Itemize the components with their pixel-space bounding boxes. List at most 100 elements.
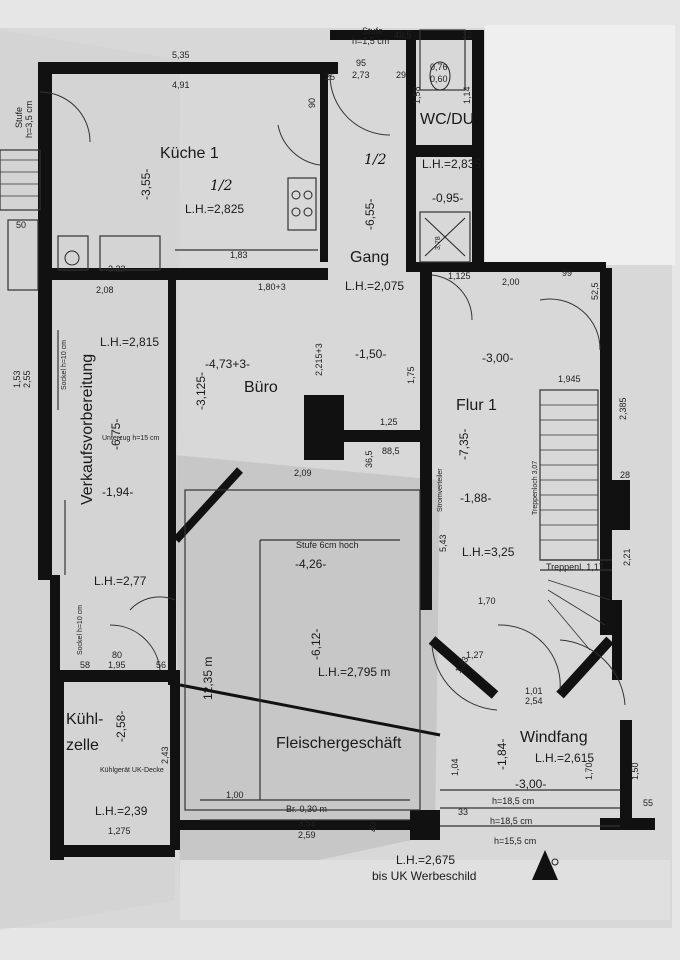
room-kuehl-1: Kühl- (66, 711, 103, 728)
dim-56: 56 (156, 660, 166, 670)
level-kueche: -3,55- (139, 169, 153, 200)
height-windfang: L.H.=2,615 (535, 751, 594, 765)
level-flur-c: -1,88- (460, 491, 491, 505)
dim-273: 2,73 (352, 70, 370, 80)
dim-495: 49,5 (394, 30, 412, 40)
stufe6: Stufe 6cm hoch (296, 540, 359, 550)
dim-h185b: h=18,5 cm (490, 816, 532, 826)
dim-170b: 1,70 (584, 762, 594, 780)
dim-2215: 2,215+3 (314, 343, 324, 376)
height-kuehl: L.H.=2,39 (95, 804, 148, 818)
height-wc: L.H.=2,835 (422, 157, 481, 171)
room-kuehl-2: zelle (66, 737, 99, 754)
dim-99: 99 (562, 268, 572, 278)
dim-127: 1,27 (466, 650, 484, 660)
level-wc-b: 3,78 (435, 236, 442, 250)
dim-076: 0,76 (430, 62, 448, 72)
dim-195: 1,95 (108, 660, 126, 670)
height-laden: L.H.=2,77 (94, 574, 147, 588)
dim-200: 2,00 (502, 277, 520, 287)
dim-40: 40 (368, 822, 378, 832)
paper-shadow (175, 455, 440, 890)
stufe-left: Stufe (14, 107, 24, 128)
dim-153: 1,53 (12, 370, 22, 388)
kuehlgeraet: Kühlgerät UK-Decke (100, 767, 164, 774)
handwriting-gang: 1/2 (364, 152, 387, 168)
height-kueche: L.H.=2,825 (185, 202, 244, 216)
dim-125: 1,25 (380, 417, 398, 427)
dim-183: 1,83 (230, 250, 248, 260)
height-fleisch: L.H.=2,795 m (318, 665, 390, 679)
room-gang: Gang (350, 249, 389, 266)
dim-150: 1,50 (630, 762, 640, 780)
level-windfang-a: -1,84- (495, 739, 509, 770)
dim-33: 33 (458, 807, 468, 817)
dim-170: 1,70 (478, 596, 496, 606)
stufe-top-h: h=1,5 cm (352, 36, 389, 46)
height-verkauf: L.H.=2,815 (100, 335, 159, 349)
room-buero: Büro (244, 379, 278, 396)
height-flur: L.H.=3,25 (462, 545, 515, 559)
paper-bottom (180, 860, 670, 920)
dim-885: 88,5 (382, 446, 400, 456)
dim-h155: h=15,5 cm (494, 836, 536, 846)
dim-90: 90 (307, 98, 317, 108)
height-bottom: L.H.=2,675 (396, 853, 455, 867)
dim-28: 28 (620, 470, 630, 480)
level-buero-b: -3,125- (194, 372, 208, 410)
dim-223: 2,23 (108, 264, 126, 274)
room-wc: WC/DU (420, 111, 474, 128)
dim-h185a: h=18,5 cm (492, 796, 534, 806)
dim-1945: 1,945 (558, 374, 581, 384)
dim-2385: 2,385 (618, 397, 628, 420)
dim-117: Treppenl. 1,17 (546, 562, 604, 572)
dim-1125: 1,125 (448, 271, 471, 281)
dim-209: 2,09 (294, 468, 312, 478)
treppenloch: Treppenloch 3,07 (532, 461, 539, 515)
level-flur-b: -7,35- (457, 429, 471, 460)
level-fleisch-b: -6,12- (309, 629, 323, 660)
sockel-2: Sockel h=10 cm (77, 605, 84, 655)
dim-221: 2,21 (622, 548, 632, 566)
stair-treads (0, 159, 611, 651)
level-fleisch-c: 12,35 m (201, 657, 215, 700)
fixtures (64, 61, 559, 866)
dim-060: 0,60 (430, 74, 448, 84)
level-gang-b: -1,50- (355, 347, 386, 361)
dim-1275: 1,275 (108, 826, 131, 836)
dim-543: 5,43 (438, 534, 448, 552)
dim-535: 5,35 (172, 50, 190, 60)
interior-lines (0, 29, 620, 827)
dim-104: 1,04 (450, 758, 460, 776)
stromverteiler: Stromverteiler (437, 468, 444, 512)
dim-58: 58 (80, 660, 90, 670)
handwriting-kueche: 1/2 (210, 178, 233, 194)
dim-254: 2,54 (525, 696, 543, 706)
dim-158: 1,58 (412, 86, 422, 104)
room-kueche: Küche 1 (160, 145, 219, 162)
dim-80: 80 (112, 650, 122, 660)
dim-100: 1,00 (226, 790, 244, 800)
height-gang: L.H.=2,075 (345, 279, 404, 293)
level-flur-a: -3,00- (482, 351, 513, 365)
height-bottom-sub: bis UK Werbeschild (372, 869, 476, 883)
room-fleisch: Fleischergeschäft (276, 735, 402, 752)
dim-208: 2,08 (96, 285, 114, 295)
dim-114: 1,14 (462, 86, 472, 104)
dim-55: 55 (643, 798, 653, 808)
walls (38, 30, 655, 860)
stufe-top: Stufe (362, 26, 383, 36)
dim-12: 12 (462, 30, 472, 40)
dim-180: 1,80+3 (258, 282, 286, 292)
dim-259: 2,59 (298, 830, 316, 840)
dim-95: 95 (356, 58, 366, 68)
room-verkauf: Verkaufsvorbereitung (79, 354, 96, 505)
dim-175: 1,75 (406, 366, 416, 384)
dim-351: 3,51 (298, 818, 316, 828)
angled-walls (173, 467, 614, 737)
dim-243: 2,43 (160, 746, 170, 764)
dim-255: 2,55 (22, 370, 32, 388)
level-buero-a: -4,73+3- (205, 357, 250, 371)
paper-right (485, 25, 675, 265)
